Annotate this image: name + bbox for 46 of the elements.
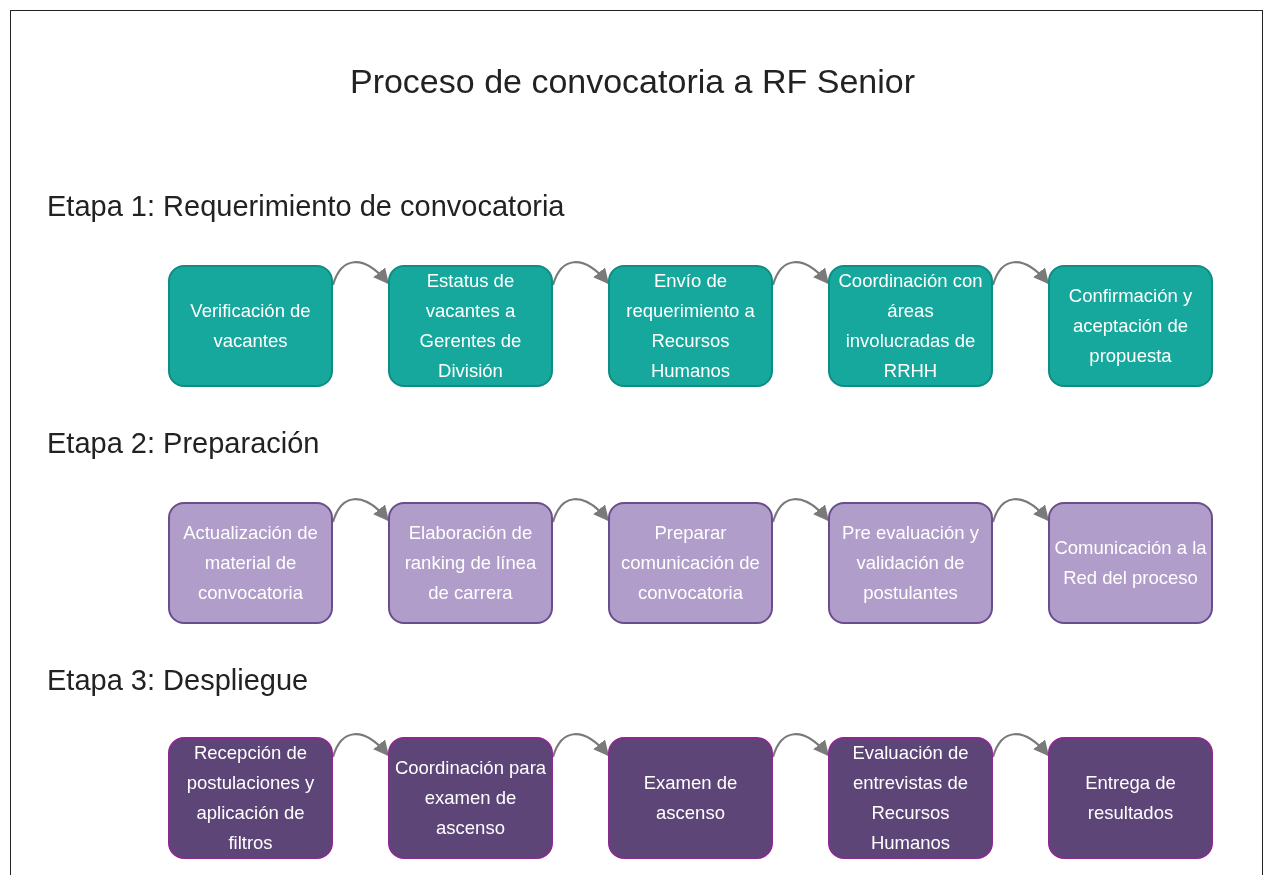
process-box [168,265,333,387]
stage-heading: Etapa 1: Requerimiento de convocatoria [47,190,565,223]
process-text: Confirmación y aceptación de propuesta [1067,284,1194,368]
process-text: Actualización de material de convocatoria [182,521,319,605]
process-text: Recepción de postulaciones y aplicación de filtros [185,741,316,855]
stage-heading: Etapa 2: Preparación [47,427,320,460]
process-box [388,502,553,624]
process-box [1048,265,1213,387]
process-text: Entrega de resultados [1084,771,1177,825]
curved-arrow [331,498,390,523]
curved-arrow [331,733,390,758]
process-box [168,737,333,859]
curved-arrow [331,261,390,286]
curved-arrow [771,733,830,758]
process-box [608,265,773,387]
process-text: Envío de requerimiento a Recursos Humanos [625,269,756,383]
process-box [608,737,773,859]
process-text: Verificación de vacantes [189,299,312,353]
curved-arrow [991,261,1050,286]
curved-arrow [551,733,610,758]
process-box [828,502,993,624]
process-box [168,502,333,624]
process-box [388,737,553,859]
process-text: Examen de ascenso [642,771,739,825]
process-box [388,265,553,387]
process-text: Preparar comunicación de convocatoria [620,521,761,605]
curved-arrow [551,498,610,523]
curved-arrow [991,733,1050,758]
process-box [1048,737,1213,859]
process-text: Coordinación para examen de ascenso [394,756,547,840]
process-box [828,265,993,387]
process-box [608,502,773,624]
stage-heading: Etapa 3: Despliegue [47,664,309,697]
process-text: Coordinación con áreas involucradas de RRHH [837,269,984,383]
process-box [1048,502,1213,624]
curved-arrow [771,498,830,523]
process-text: Evaluación de entrevistas de Recursos Humanos [851,741,970,855]
curved-arrow [551,261,610,286]
process-text: Pre evaluación y validación de postulantes [841,521,980,605]
process-text: Comunicación a la Red del proceso [1054,536,1207,590]
process-text: Estatus de vacantes a Gerentes de División [418,269,523,383]
curved-arrow [771,261,830,286]
diagram-title: Proceso de convocatoria a RF Senior [348,62,917,101]
process-text: Elaboración de ranking de línea de carrera [403,521,538,605]
curved-arrow [991,498,1050,523]
process-box [828,737,993,859]
